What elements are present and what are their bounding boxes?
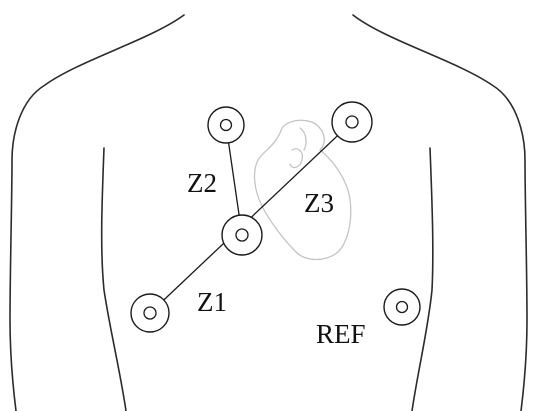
right-armpit-line — [411, 147, 434, 411]
right-neck-shoulder-line — [352, 14, 528, 411]
heart-vessel — [299, 127, 307, 151]
left-armpit-line — [100, 147, 127, 411]
heart-inner-curve — [289, 148, 304, 169]
left-neck-shoulder-line — [9, 14, 185, 411]
label-ref: REF — [316, 319, 366, 349]
label-z3: Z3 — [304, 188, 334, 218]
electrode-center — [221, 214, 263, 256]
electrode-upper-left — [207, 106, 245, 144]
label-z1: Z1 — [197, 287, 227, 317]
torso-outline — [9, 14, 528, 411]
electrode-reference — [383, 288, 421, 326]
electrode-upper-right — [331, 101, 373, 143]
heart-outline — [253, 119, 352, 261]
label-z2: Z2 — [187, 168, 217, 198]
heart-sketch — [253, 119, 352, 261]
electrode-lower-left — [130, 293, 170, 333]
